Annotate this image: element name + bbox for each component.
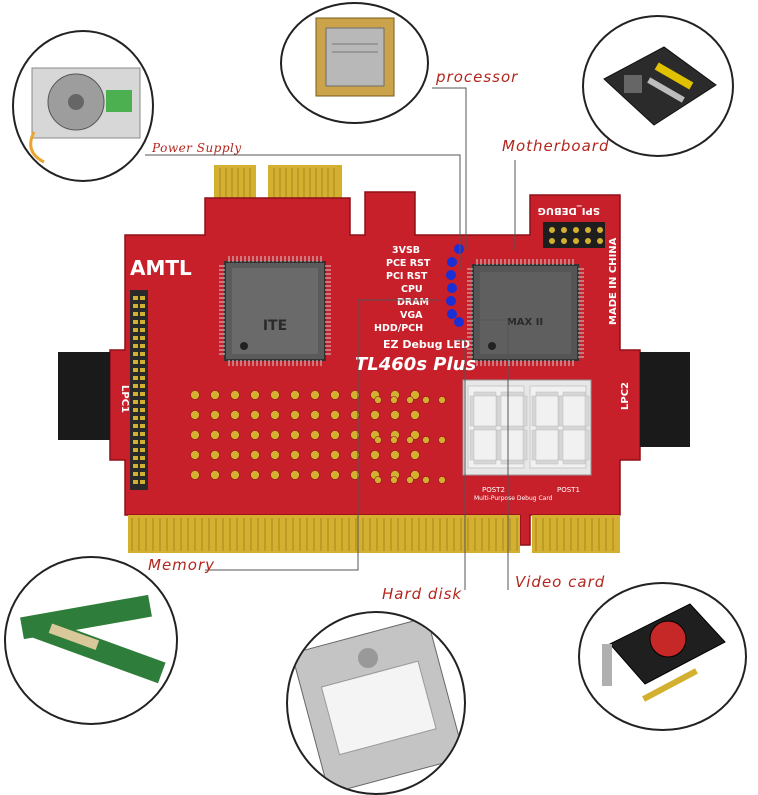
label-power-supply: Power Supply (152, 141, 242, 155)
led-label-cpu: CPU (401, 284, 423, 295)
video-card-icon (602, 603, 726, 702)
multi-purpose-text: Multi-Purpose Debug Card (474, 495, 553, 502)
led-pce-rst (447, 257, 457, 267)
power-supply-circle (12, 30, 154, 182)
hard-disk-icon (291, 616, 464, 793)
motherboard-icon (603, 46, 717, 126)
label-video-card: Video card (515, 573, 606, 591)
bottom-gold-fingers (128, 515, 620, 553)
left-pin-header (130, 290, 148, 490)
max-chip-text: MAX II (507, 317, 543, 328)
spi-debug-text: SPI_DEBUG (538, 205, 600, 216)
led-label-pci-rst: PCI RST (386, 271, 428, 282)
seven-segment-display (462, 379, 592, 476)
memory-icon (20, 594, 166, 684)
brand-text: AMTL (130, 256, 192, 280)
led-pci-rst (446, 270, 456, 280)
lpc2-connector (640, 352, 690, 447)
made-in-text: MADE IN CHINA (608, 237, 619, 325)
led-label-pce-rst: PCE RST (386, 258, 431, 269)
processor-circle (280, 2, 429, 124)
lpc1-connector (58, 352, 110, 440)
led-vga (447, 309, 457, 319)
video-card-circle (578, 582, 747, 731)
led-dram (446, 296, 456, 306)
model-text: TL460s Plus (355, 354, 476, 375)
max-ii-chip (467, 259, 584, 366)
led-labels: 3VSB PCE RST PCI RST CPU DRAM VGA HDD/PC… (374, 245, 431, 334)
led-hdd (454, 317, 464, 327)
hard-disk-circle (286, 611, 466, 795)
label-hard-disk: Hard disk (382, 585, 463, 603)
via-grid (190, 390, 446, 484)
led-label-3vsb: 3VSB (392, 245, 420, 256)
label-processor: processor (436, 68, 519, 86)
led-cpu (447, 283, 457, 293)
label-motherboard: Motherboard (502, 137, 610, 155)
ite-chip (219, 256, 331, 366)
memory-circle (4, 556, 178, 725)
ez-debug-text: EZ Debug LED (383, 338, 470, 351)
top-gold-fingers (214, 165, 342, 200)
post2-text: POST2 (482, 486, 505, 494)
lpc1-text: LPC1 (119, 385, 130, 413)
lpc2-text: LPC2 (620, 382, 631, 410)
ite-chip-text: ITE (263, 318, 287, 334)
status-leds (446, 244, 464, 327)
led-label-vga: VGA (400, 310, 423, 321)
post1-text: POST1 (557, 486, 580, 494)
label-memory: Memory (148, 556, 216, 574)
spi-header (543, 222, 605, 248)
led-label-hdd: HDD/PCH (374, 323, 423, 334)
led-3vsb (454, 244, 464, 254)
processor-icon (315, 17, 395, 97)
callout-lines (145, 87, 516, 590)
power-supply-icon (29, 67, 141, 164)
motherboard-circle (582, 15, 734, 157)
led-label-dram: DRAM (397, 297, 429, 308)
